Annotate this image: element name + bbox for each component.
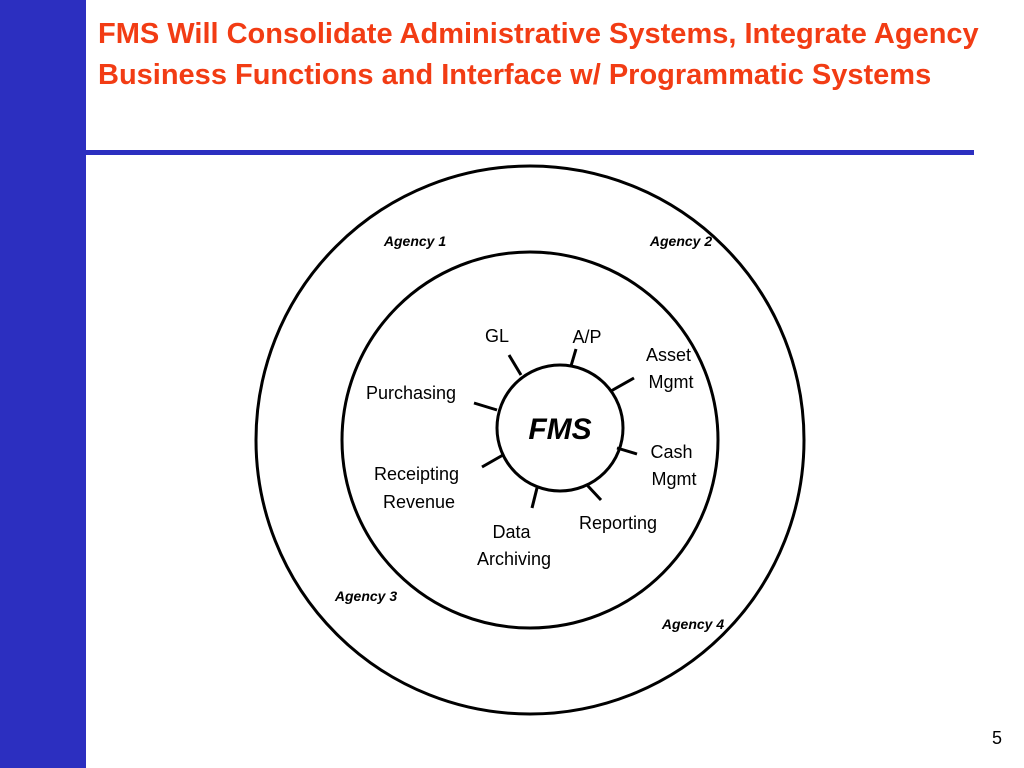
connector-receipting — [481, 453, 504, 469]
label-ap: A/P — [572, 327, 601, 347]
outer-ring — [254, 164, 806, 716]
label-data: Data — [492, 522, 531, 542]
left-accent-bar — [0, 0, 86, 768]
connector-asset-mgmt — [610, 376, 635, 393]
title-divider — [86, 150, 974, 155]
connector-data-archiving — [530, 487, 539, 509]
label-purchasing: Purchasing — [366, 383, 456, 403]
label-data-archiving: Data Archiving — [477, 522, 551, 569]
label-cash-mgmt-line2: Mgmt — [652, 469, 697, 489]
connector-ap — [569, 348, 578, 367]
label-gl: GL — [485, 326, 509, 346]
label-asset-mgmt: Asset Mgmt — [646, 345, 696, 392]
inner-ring — [340, 250, 720, 630]
label-agency-2: Agency 2 — [649, 233, 712, 249]
label-asset-mgmt-line1: Asset — [646, 345, 691, 365]
label-revenue: Revenue — [383, 492, 455, 512]
label-reporting: Reporting — [579, 513, 657, 533]
label-cash-mgmt: Cash Mgmt — [650, 442, 697, 489]
connector-reporting — [585, 483, 603, 502]
label-archiving: Archiving — [477, 549, 551, 569]
label-receipting: Receipting — [374, 464, 459, 484]
label-asset-mgmt-line2: Mgmt — [649, 372, 694, 392]
function-connectors — [473, 348, 638, 509]
connector-purchasing — [473, 401, 498, 412]
label-agency-1: Agency 1 — [383, 233, 446, 249]
slide-title: FMS Will Consolidate Administrative Syst… — [98, 18, 979, 91]
connector-cash-mgmt — [616, 446, 638, 456]
connector-gl — [507, 354, 523, 376]
label-agency-4: Agency 4 — [661, 616, 724, 632]
page-number: 5 — [991, 728, 1002, 748]
label-agency-3: Agency 3 — [334, 588, 397, 604]
fms-center-label: FMS — [528, 413, 591, 446]
label-receipting-revenue: Receipting Revenue — [374, 464, 464, 512]
label-cash-mgmt-line1: Cash — [650, 442, 692, 462]
fms-core-circle — [495, 363, 625, 493]
